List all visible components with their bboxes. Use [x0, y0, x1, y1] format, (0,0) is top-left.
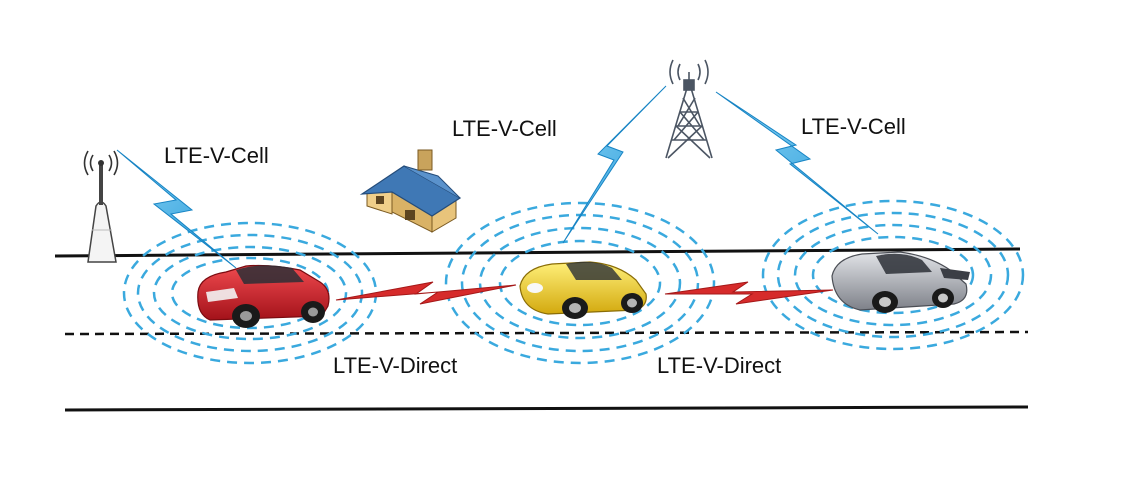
silver-car-icon — [831, 251, 970, 313]
road-bottom-edge — [64, 405, 1029, 412]
label-direct-left: LTE-V-Direct — [333, 353, 458, 378]
label-cell-right: LTE-V-Cell — [801, 114, 906, 139]
rsu-antenna-icon — [83, 150, 119, 263]
road-center-dashes — [64, 330, 1029, 336]
cell-tower-icon — [665, 59, 713, 159]
house-icon — [359, 149, 462, 233]
label-direct-right: LTE-V-Direct — [657, 353, 782, 378]
yellow-car-icon — [519, 261, 647, 319]
label-cell-left: LTE-V-Cell — [164, 143, 269, 168]
cell-link-left — [116, 149, 237, 269]
cell-link-right — [715, 91, 879, 235]
label-cell-middle: LTE-V-Cell — [452, 116, 557, 141]
direct-link-left — [335, 281, 517, 305]
wave-rings-car-3 — [761, 199, 1025, 351]
road-top-edge — [54, 247, 1021, 258]
road — [54, 247, 1029, 412]
direct-link-right — [664, 281, 834, 305]
cell-link-middle — [562, 85, 667, 244]
red-car-icon — [197, 264, 330, 328]
